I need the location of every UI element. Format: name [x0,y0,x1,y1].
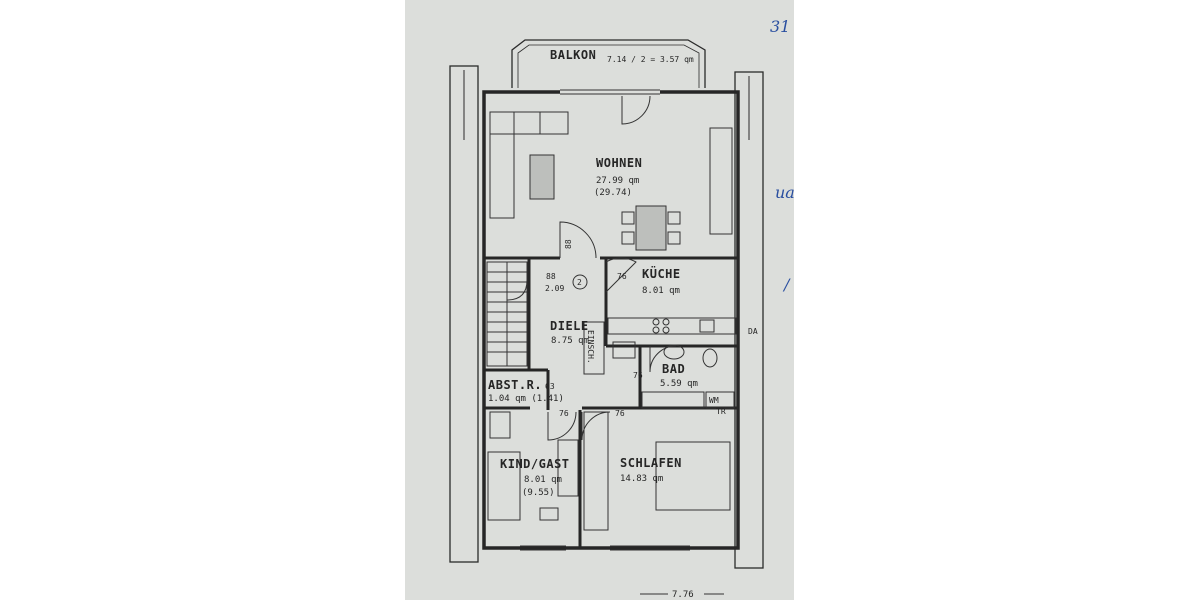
balcony-label: BALKON [550,48,596,62]
room-diele-name: DIELE [550,319,589,333]
balcony-window [560,89,660,95]
door-width-abstr: 63 [545,382,555,391]
room-abstr-name: ABST.R. [488,378,542,392]
bath-fixtures [612,341,735,409]
entry-marker-number: 2 [577,278,582,287]
coffee-table [529,154,555,200]
room-kueche-area: 8.01 qm [642,286,680,296]
door-width-wohnen: 88 [564,239,573,249]
door-width-kueche: 76 [617,272,627,281]
balcony [511,39,706,88]
entry-marker [572,274,588,290]
page-corner-number: 31 [770,17,790,36]
room-kind-area-alt: (9.55) [522,488,555,498]
door-width-bad: 76 [633,371,643,380]
room-schlafen-name: SCHLAFEN [620,456,682,470]
staircase [486,261,528,367]
width-dimension: 7.76 [672,590,694,600]
bottom-windows [520,545,690,551]
washer-label: WM [709,396,719,405]
handwritten-mark-1: ua [775,183,795,202]
side-wall-right [734,71,764,569]
outer-walls [482,90,740,550]
room-schlafen-area: 14.83 qm [620,474,663,484]
room-bad-area: 5.59 qm [660,379,698,389]
door-swings [547,95,677,441]
room-bad-name: BAD [662,362,685,376]
schlafen-furniture [583,411,731,531]
room-abstr-area: 1.04 qm (1.41) [488,394,564,404]
sofa [489,111,569,219]
room-kind-area: 8.01 qm [524,475,562,485]
room-kind-name: KIND/GAST [500,457,570,471]
einsch-label: EINSCH. [586,330,595,364]
room-kueche-name: KÜCHE [642,266,681,281]
dryer-label: TR [716,407,726,416]
room-wohnen-name: WOHNEN [596,156,642,170]
entry-width: 88 [546,272,556,281]
dining-chairs [621,211,681,245]
drain-label: DA [748,327,758,336]
balcony-area: 7.14 / 2 = 3.57 qm [607,55,694,64]
entry-area: 2.09 [545,284,564,293]
room-wohnen-area-alt: (29.74) [594,188,632,198]
side-wall-left [449,65,479,563]
dining-table [635,205,667,251]
kind-furniture [487,411,579,521]
kitchen-counter [607,317,737,335]
room-diele-area: 8.75 qm [551,336,589,346]
room-wohnen-area: 27.99 qm [596,176,639,186]
sideboard [709,127,733,235]
handwritten-mark-2: / [782,275,791,294]
built-in-cabinet [583,321,605,375]
door-width-kind: 76 [559,409,569,418]
door-width-schlafen: 76 [615,409,625,418]
